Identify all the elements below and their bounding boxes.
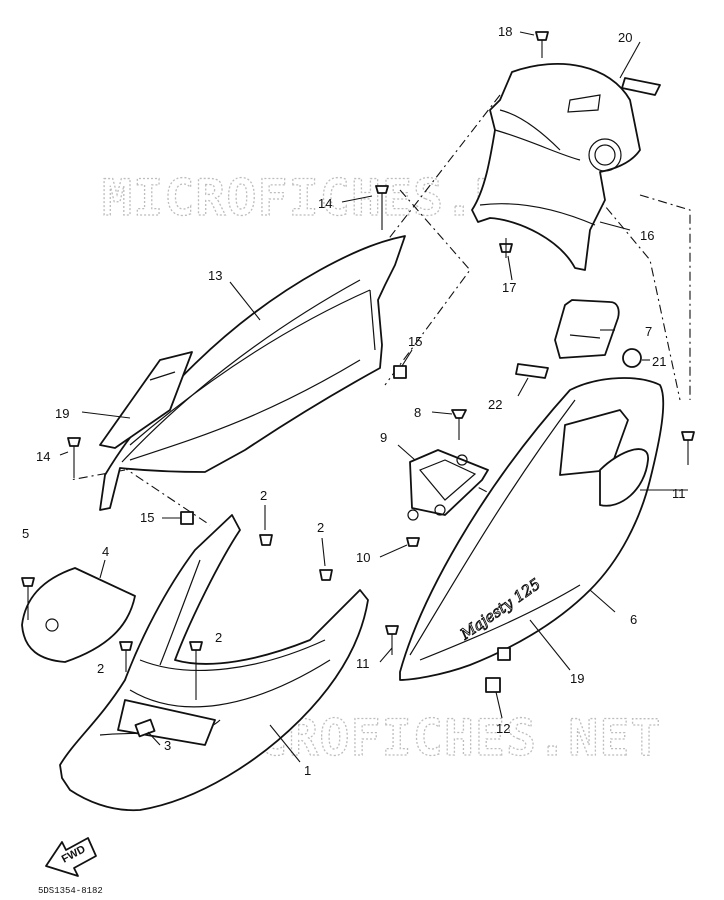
callout-19-left: 19 <box>55 406 69 421</box>
callout-2-d: 2 <box>97 661 104 676</box>
callout-2-b: 2 <box>317 520 324 535</box>
callout-9: 9 <box>380 430 387 445</box>
callout-11-bottom: 11 <box>356 656 370 671</box>
callout-14-top: 14 <box>318 196 332 211</box>
callout-22: 22 <box>488 397 502 412</box>
callouts: 18 20 14 16 17 13 15 7 21 22 19 14 8 9 1… <box>22 24 686 778</box>
callout-11-right: 11 <box>672 486 686 501</box>
diagram-code: 5DS1354-8182 <box>38 886 103 896</box>
callout-5: 5 <box>22 526 29 541</box>
callout-13: 13 <box>208 268 222 283</box>
part-16-rear-cover <box>471 63 641 271</box>
callout-8: 8 <box>414 405 421 420</box>
callout-7: 7 <box>645 324 652 339</box>
part-21-grommet <box>622 348 642 368</box>
callout-20: 20 <box>618 30 632 45</box>
callout-3: 3 <box>164 738 171 753</box>
callout-2-a: 2 <box>260 488 267 503</box>
callout-17: 17 <box>502 280 516 295</box>
fwd-arrow: FWD <box>45 837 97 877</box>
part-3-clip <box>134 718 156 738</box>
callout-14-left: 14 <box>36 449 50 464</box>
part-7-cover-plate <box>554 299 620 359</box>
fasteners <box>21 31 695 700</box>
callout-2-c: 2 <box>215 630 222 645</box>
callout-1: 1 <box>304 763 311 778</box>
callout-15-top: 15 <box>408 334 422 349</box>
part-9-bracket <box>407 449 489 521</box>
part-19-left-strip <box>99 351 193 449</box>
callout-16: 16 <box>640 228 654 243</box>
part-8-wing-bolt <box>451 409 467 440</box>
part-6-right-side-cover: Majesty 125 <box>399 377 665 681</box>
part-13-left-side-cover <box>99 235 406 511</box>
part-4-panel <box>21 567 136 663</box>
part-20-label-plate <box>621 77 661 96</box>
callout-leaders <box>59 31 688 763</box>
callout-19-right: 19 <box>570 671 584 686</box>
callout-21: 21 <box>652 354 666 369</box>
callout-6: 6 <box>630 612 637 627</box>
callout-10: 10 <box>356 550 370 565</box>
callout-18: 18 <box>498 24 512 39</box>
part-22-strip <box>515 363 549 379</box>
callout-4: 4 <box>102 544 109 559</box>
callout-15-left: 15 <box>140 510 154 525</box>
callout-12: 12 <box>496 721 510 736</box>
